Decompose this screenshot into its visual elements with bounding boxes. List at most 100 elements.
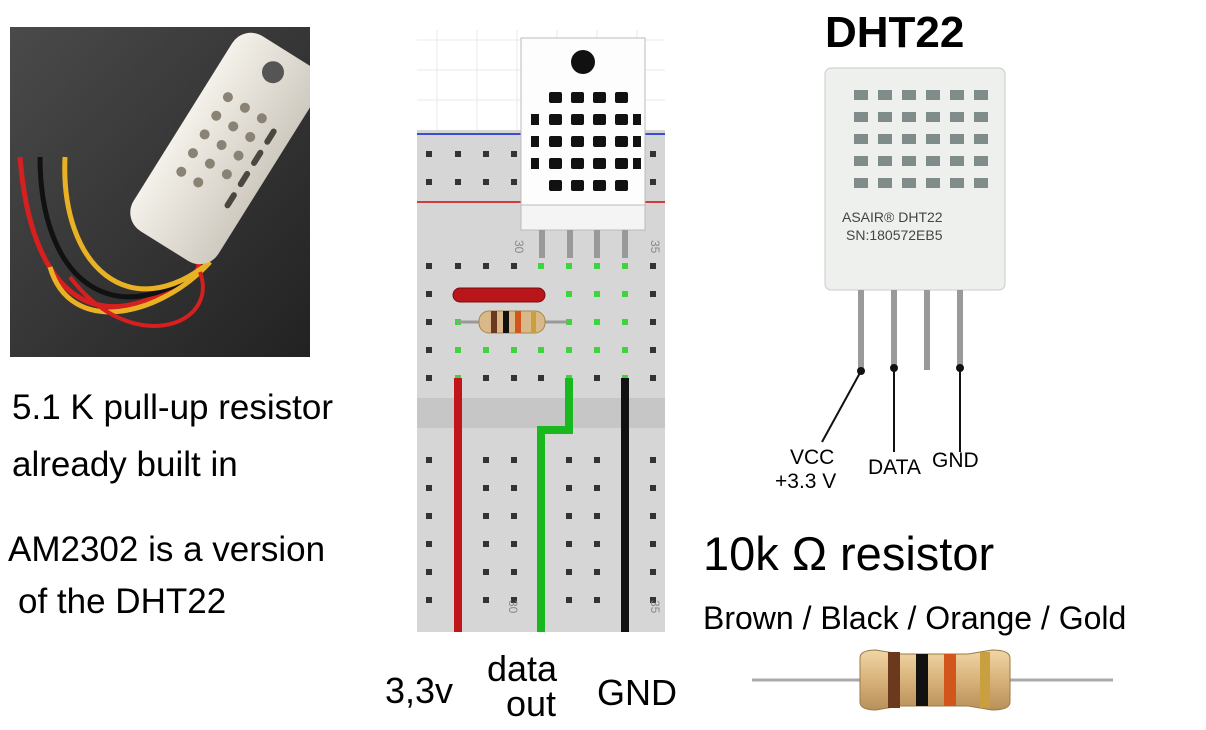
sensor-vent-slot	[593, 158, 606, 169]
am2302-sensor-illustration	[10, 27, 310, 357]
breadboard-hole	[426, 179, 432, 185]
sensor-vent-slot	[633, 136, 641, 147]
breadboard-hole	[566, 319, 572, 325]
pinout-vent-slot	[854, 178, 868, 188]
breadboard-hole	[650, 375, 656, 381]
breadboard-hole	[650, 513, 656, 519]
sensor-vent-slot	[549, 136, 562, 147]
breadboard-hole	[650, 597, 656, 603]
sensor-vent-slot	[615, 114, 628, 125]
band-2	[916, 654, 928, 706]
breadboard-hole	[538, 375, 544, 381]
sensor-vent-slot	[571, 180, 584, 191]
pinout-vent-slot	[950, 134, 964, 144]
breadboard-hole	[455, 179, 461, 185]
label-data-line2: out	[506, 683, 557, 724]
breadboard-hole	[650, 319, 656, 325]
breadboard-hole	[566, 541, 572, 547]
breadboard-hole	[511, 457, 517, 463]
pinout-vent-slot	[974, 134, 988, 144]
breadboard-hole	[594, 319, 600, 325]
breadboard-hole	[455, 151, 461, 157]
breadboard: 30 35 30 35	[417, 30, 665, 632]
breadboard-hole	[650, 457, 656, 463]
am2302-note-line1: AM2302 is a version	[8, 530, 326, 569]
pinout-vent-slot	[878, 178, 892, 188]
sensor-vent-slot	[531, 136, 539, 147]
breadboard-hole	[426, 151, 432, 157]
pinout-vent-slot	[950, 90, 964, 100]
breadboard-hole	[483, 347, 489, 353]
breadboard-hole	[426, 375, 432, 381]
pin-gnd-label: GND	[932, 449, 979, 472]
breadboard-hole	[511, 347, 517, 353]
breadboard-hole	[483, 375, 489, 381]
breadboard-hole	[566, 597, 572, 603]
breadboard-hole	[511, 485, 517, 491]
sensor-vent-slot	[633, 158, 641, 169]
breadboard-hole	[483, 151, 489, 157]
breadboard-col-label: 30	[512, 240, 526, 254]
breadboard-hole	[511, 179, 517, 185]
breadboard-hole	[594, 485, 600, 491]
breadboard-hole	[426, 457, 432, 463]
am2302-note-line2: of the DHT22	[18, 582, 227, 621]
breadboard-hole	[483, 541, 489, 547]
breadboard-hole	[483, 263, 489, 269]
sensor-vent-slot	[593, 180, 606, 191]
breadboard-hole	[650, 291, 656, 297]
sensor-vent-slot	[531, 158, 539, 169]
breadboard-hole	[426, 263, 432, 269]
pinout-vent-slot	[854, 112, 868, 122]
sensor-vent-slot	[615, 180, 628, 191]
breadboard-hole	[511, 513, 517, 519]
pinout-vent-slot	[926, 156, 940, 166]
breadboard-hole	[594, 375, 600, 381]
breadboard-hole	[594, 541, 600, 547]
pinout-vent-slot	[950, 112, 964, 122]
sensor-vent-slot	[633, 114, 641, 125]
sensor-vent-slot	[549, 92, 562, 103]
breadboard-hole	[650, 151, 656, 157]
breadboard-col-label: 35	[648, 600, 662, 614]
pullup-resistor-on-board	[457, 310, 567, 334]
pullup-note-line1: 5.1 K pull-up resistor	[12, 388, 333, 427]
breadboard-hole	[650, 541, 656, 547]
pin-vcc-label: VCC	[790, 446, 835, 469]
pin-vcc-voltage: +3.3 V	[775, 470, 837, 493]
pinout-vent-slot	[878, 134, 892, 144]
breadboard-hole	[426, 541, 432, 547]
sensor-vent-slot	[593, 92, 606, 103]
breadboard-hole	[511, 263, 517, 269]
breadboard-hole	[566, 457, 572, 463]
breadboard-hole	[594, 513, 600, 519]
breadboard-hole	[426, 569, 432, 575]
jumper-red-short	[452, 287, 546, 303]
breadboard-col-label: 30	[506, 600, 520, 614]
breadboard-hole	[426, 485, 432, 491]
pinout-vent-slot	[854, 134, 868, 144]
pinout-vent-slot	[902, 156, 916, 166]
breadboard-hole	[483, 457, 489, 463]
sensor-vent-slot	[593, 114, 606, 125]
dht22-serial-print: SN:180572EB5	[846, 227, 943, 243]
breadboard-hole	[511, 597, 517, 603]
sensor-vent-slot	[615, 158, 628, 169]
pullup-note-line2: already built in	[12, 445, 238, 484]
breadboard-hole	[426, 319, 432, 325]
breadboard-hole	[566, 485, 572, 491]
pinout-vent-slot	[878, 90, 892, 100]
breadboard-diagram: 30 35 30 35	[417, 30, 665, 632]
sensor-vent-slot	[549, 114, 562, 125]
pinout-vent-slot	[902, 90, 916, 100]
sensor-vent-slot	[571, 92, 584, 103]
breadboard-hole	[650, 179, 656, 185]
breadboard-hole	[483, 513, 489, 519]
breadboard-hole	[511, 541, 517, 547]
pinout-vent-slot	[902, 178, 916, 188]
band-4	[980, 652, 990, 708]
sensor-vent-slot	[549, 158, 562, 169]
breadboard-hole	[511, 569, 517, 575]
breadboard-hole	[650, 347, 656, 353]
dht22-on-breadboard	[520, 37, 646, 258]
